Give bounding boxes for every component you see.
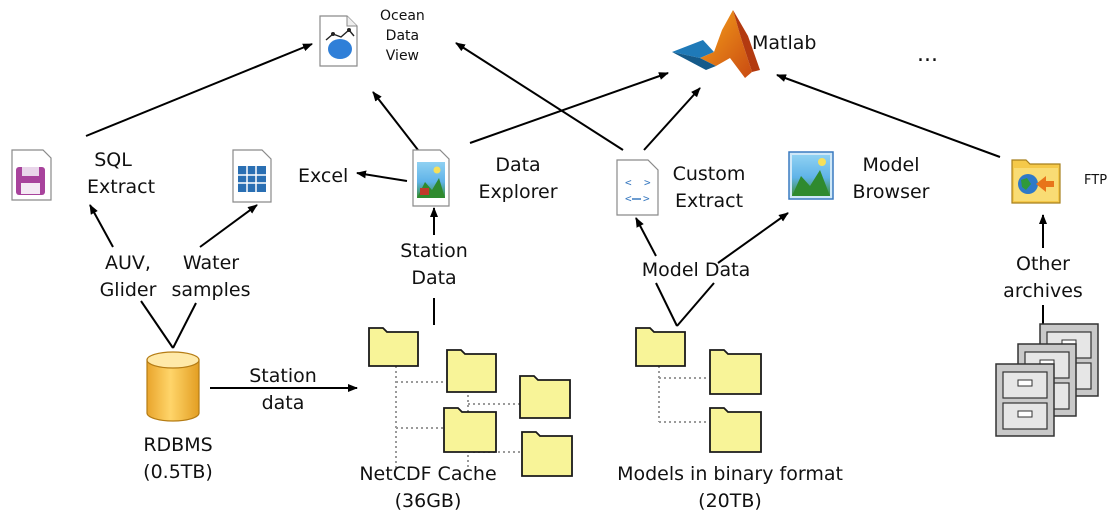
ocean-data-view-line-1: Ocean — [380, 8, 425, 24]
arrow-sql-to-odv — [85, 43, 313, 137]
arrow-dataexplorer-to-matlab — [469, 72, 669, 144]
svg-text:>: > — [644, 176, 651, 189]
image-document-icon — [412, 149, 450, 207]
database-icon — [146, 351, 200, 422]
svg-text:>: > — [643, 192, 650, 205]
arrow-ftp-to-matlab — [776, 74, 1001, 158]
station-data-upper-line-1: Station — [400, 240, 468, 262]
other-archives-label: Other archives — [1000, 251, 1086, 305]
ftp-label: FTP — [1084, 173, 1108, 188]
filing-cabinet-front — [995, 363, 1055, 437]
model-browser-line-1: Model — [862, 154, 920, 176]
station-data-lower-line-2: data — [261, 392, 305, 414]
station-data-upper-line-2: Data — [411, 267, 457, 289]
water-samples-line-1: Water — [182, 252, 240, 274]
rdbms-line-1: RDBMS — [143, 434, 213, 456]
netcdf-cache-label: NetCDF Cache (36GB) — [350, 461, 506, 515]
custom-extract-label: Custom Extract — [668, 161, 750, 215]
filing-cabinets-icon — [995, 323, 1099, 437]
custom-extract-line-1: Custom — [672, 163, 746, 185]
folder-icon — [368, 327, 573, 477]
excel-label: Excel — [298, 165, 349, 187]
model-data-label: Model Data — [641, 259, 751, 281]
svg-text:<: < — [625, 192, 632, 205]
models-binary-label: Models in binary format (20TB) — [596, 461, 864, 515]
ocean-data-view-icon — [319, 15, 358, 67]
netcdf-cache-line-1: NetCDF Cache — [359, 463, 497, 485]
ocean-data-view-line-3: View — [385, 48, 420, 64]
data-explorer-line-2: Explorer — [478, 181, 558, 203]
sql-extract-line-1: SQL — [94, 149, 132, 171]
arrow-auv-to-sql — [89, 204, 114, 248]
rdbms-line-2: (0.5TB) — [143, 461, 213, 483]
arrows-upper — [85, 42, 1001, 182]
more-ellipsis: ... — [917, 42, 938, 67]
station-data-upper-label: Station Data — [394, 238, 474, 292]
matlab-icon — [672, 10, 760, 78]
sql-extract-label: SQL Extract — [87, 147, 156, 201]
line-rdbms-auv — [140, 300, 174, 349]
sql-extract-line-2: Extract — [87, 176, 156, 198]
auv-glider-line-1: AUV, — [105, 252, 151, 274]
arrow-customextract-to-odv — [455, 42, 624, 151]
spreadsheet-icon — [232, 149, 272, 203]
line-models-modeldata-left — [655, 282, 678, 327]
custom-extract-line-2: Extract — [674, 190, 744, 212]
ocean-data-view-label: Ocean Data View — [380, 6, 425, 66]
netcdf-folder-tree — [368, 327, 573, 477]
arrow-customextract-to-matlab — [643, 87, 701, 151]
water-samples-line-2: samples — [171, 279, 251, 301]
rdbms-label: RDBMS (0.5TB) — [138, 432, 218, 486]
data-explorer-line-1: Data — [495, 154, 541, 176]
models-binary-line-1: Models in binary format — [617, 463, 843, 485]
line-rdbms-water — [172, 302, 197, 349]
code-document-icon: < > < > — [616, 159, 659, 216]
arrow-dataexplorer-to-odv — [372, 91, 419, 151]
arrow-modeldata-to-modelbrowser — [717, 212, 789, 264]
station-data-lower-label: Station data — [244, 363, 322, 417]
auv-glider-line-2: Glider — [99, 279, 157, 301]
auv-glider-label: AUV, Glider — [95, 250, 161, 304]
data-explorer-label: Data Explorer — [476, 152, 560, 206]
water-samples-label: Water samples — [170, 250, 252, 304]
models-folder-tree — [635, 327, 762, 453]
other-archives-line-2: archives — [1003, 280, 1083, 302]
models-binary-line-2: (20TB) — [698, 490, 762, 512]
other-archives-line-1: Other — [1016, 253, 1070, 275]
arrow-dataexplorer-to-excel — [356, 170, 408, 182]
matlab-label: Matlab — [752, 32, 817, 54]
line-models-modeldata-right — [676, 282, 715, 327]
arrow-water-to-excel — [199, 204, 258, 248]
arrow-modeldata-to-customextract — [635, 217, 657, 257]
ocean-data-view-line-2: Data — [385, 28, 420, 44]
model-browser-label: Model Browser — [848, 152, 934, 206]
landscape-image-icon — [788, 151, 834, 200]
netcdf-cache-line-2: (36GB) — [394, 490, 462, 512]
folder-icon — [635, 327, 762, 453]
model-browser-line-2: Browser — [852, 181, 930, 203]
svg-text:<: < — [625, 176, 632, 189]
ftp-folder-icon — [1011, 159, 1061, 204]
arrows-lower — [89, 204, 1047, 392]
station-data-lower-line-1: Station — [249, 365, 317, 387]
floppy-disk-icon — [11, 149, 52, 201]
